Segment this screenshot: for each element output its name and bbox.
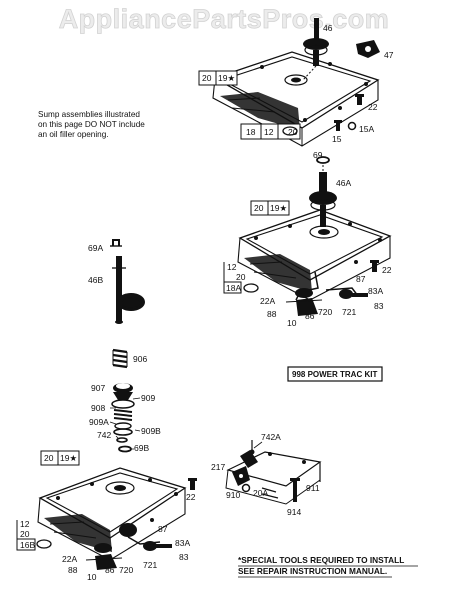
callout-742A: 742A — [261, 432, 281, 442]
svg-text:20: 20 — [44, 453, 54, 463]
callout-907: 907 — [91, 383, 105, 393]
middle-sump-assembly — [237, 209, 392, 316]
callout-87-bottom: 87 — [158, 524, 168, 534]
gear-46B — [112, 256, 145, 324]
power-trac-linkage — [225, 440, 322, 505]
callout-22-bottom: 22 — [186, 492, 196, 502]
callout-908: 908 — [91, 403, 105, 413]
callout-914: 914 — [287, 507, 301, 517]
svg-text:16B: 16B — [20, 540, 35, 550]
callout-box-18-12-20: 18 12 20 — [240, 123, 301, 140]
watermark: AppliancePartsPros.com — [59, 4, 390, 34]
callout-10-mid: 10 — [287, 318, 297, 328]
svg-text:998 POWER TRAC KIT: 998 POWER TRAC KIT — [292, 370, 377, 379]
note-line-2: on this page DO NOT include — [38, 120, 145, 129]
power-trac-kit-label: 998 POWER TRAC KIT — [287, 366, 383, 382]
callout-906: 906 — [133, 354, 147, 364]
callout-83A-mid: 83A — [368, 286, 383, 296]
callout-86-bottom: 86 — [105, 565, 115, 575]
callout-box-20-19-bottom: 20 19★ — [40, 450, 80, 466]
bolt-22-mid — [370, 260, 379, 272]
callout-911: 911 — [306, 483, 320, 493]
callout-87-mid: 87 — [356, 274, 366, 284]
callout-720-mid: 720 — [318, 307, 332, 317]
callout-909B: 909B — [141, 426, 161, 436]
callout-22-mid: 22 — [382, 265, 392, 275]
svg-text:19★: 19★ — [270, 203, 287, 213]
callout-46: 46 — [323, 23, 333, 33]
callout-86-mid: 86 — [305, 311, 315, 321]
part-47 — [356, 40, 380, 58]
svg-text:20: 20 — [20, 529, 30, 539]
spring-906 — [112, 348, 128, 369]
svg-text:19★: 19★ — [218, 73, 235, 83]
callout-909: 909 — [141, 393, 155, 403]
callout-742: 742 — [97, 430, 111, 440]
callout-15: 15 — [332, 134, 342, 144]
bolt-22-top — [355, 94, 364, 105]
footer-line-2: SEE REPAIR INSTRUCTION MANUAL. — [238, 566, 387, 576]
footer-line-1: *SPECIAL TOOLS REQUIRED TO INSTALL — [238, 555, 404, 565]
callout-22A-bottom: 22A — [62, 554, 77, 564]
callout-22A-mid: 22A — [260, 296, 275, 306]
callout-15A: 15A — [359, 124, 374, 134]
gear-46 — [302, 18, 329, 81]
callout-910: 910 — [226, 490, 240, 500]
callout-909A: 909A — [89, 417, 109, 427]
svg-text:12: 12 — [227, 262, 237, 272]
svg-text:20: 20 — [254, 203, 264, 213]
part-69A — [110, 239, 122, 247]
callout-83-mid: 83 — [374, 301, 384, 311]
callout-box-20-19-top: 20 19★ — [198, 70, 238, 86]
callout-69A: 69A — [88, 243, 103, 253]
bolt-22-bottom — [188, 478, 197, 490]
sump-note: Sump assemblies illustrated on this page… — [38, 110, 145, 139]
callout-46A: 46A — [336, 178, 351, 188]
callout-47: 47 — [384, 50, 394, 60]
svg-text:18: 18 — [246, 127, 256, 137]
svg-text:20: 20 — [236, 272, 246, 282]
callout-10-bottom: 10 — [87, 572, 97, 582]
callout-88-bottom: 88 — [68, 565, 78, 575]
special-tools-footer: *SPECIAL TOOLS REQUIRED TO INSTALL SEE R… — [238, 555, 418, 578]
callout-83A-bottom: 83A — [175, 538, 190, 548]
bolts-15 — [334, 120, 357, 131]
callout-83-bottom: 83 — [179, 552, 189, 562]
callout-721-mid: 721 — [342, 307, 356, 317]
note-line-1: Sump assemblies illustrated — [38, 110, 140, 119]
callout-box-20-19-mid: 20 19★ — [250, 200, 290, 216]
callout-group-12-20-18A: 12 20 18A — [223, 262, 259, 294]
shaft-stack-parts — [111, 383, 135, 453]
callout-group-12-20-16B: 12 20 16B — [16, 519, 52, 551]
svg-text:12: 12 — [20, 519, 30, 529]
svg-text:20: 20 — [202, 73, 212, 83]
callout-721-bottom: 721 — [143, 560, 157, 570]
callout-217: 217 — [211, 462, 225, 472]
washer-69 — [316, 156, 330, 164]
callout-46B: 46B — [88, 275, 103, 285]
callout-69B: 69B — [134, 443, 149, 453]
bottom-sump-assembly — [37, 467, 187, 570]
callout-720-bottom: 720 — [119, 565, 133, 575]
svg-text:19★: 19★ — [60, 453, 77, 463]
callout-69: 69 — [313, 150, 323, 160]
svg-text:20: 20 — [288, 127, 298, 137]
callout-88-mid: 88 — [267, 309, 277, 319]
svg-text:18A: 18A — [226, 283, 241, 293]
callout-20A: 20A — [253, 488, 268, 498]
svg-text:12: 12 — [264, 127, 274, 137]
note-line-3: an oil filler opening. — [38, 130, 109, 139]
callout-22-top: 22 — [368, 102, 378, 112]
